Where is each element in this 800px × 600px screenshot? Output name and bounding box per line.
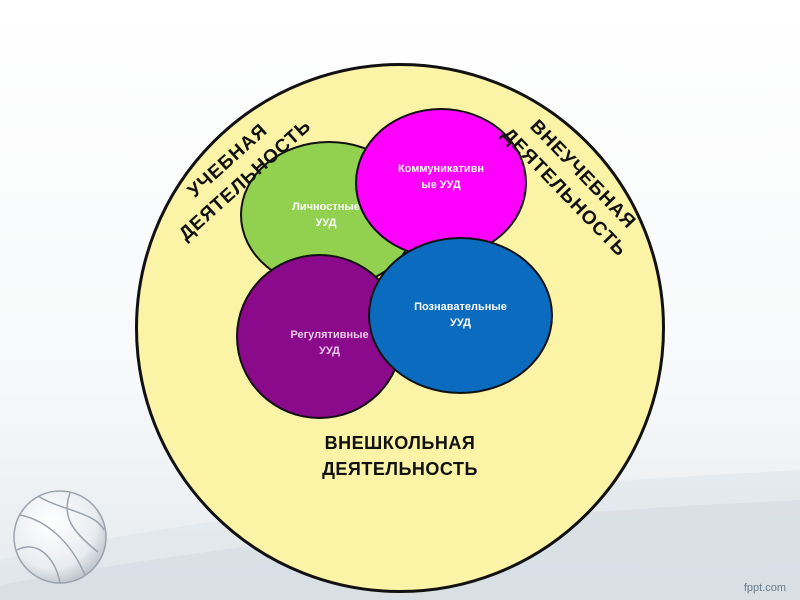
- label-out-of-school-activity: ВНЕШКОЛЬНАЯ ДЕЯТЕЛЬНОСТЬ: [322, 433, 478, 479]
- circle-communicative-uud: Коммуникативн ые УУД: [355, 108, 527, 258]
- volleyball-icon: [13, 490, 107, 584]
- circle-cognitive-uud: Познавательные УУД: [368, 237, 553, 394]
- label-regulatory-uud: Регулятивные УУД: [290, 328, 369, 357]
- label-cognitive-uud: Познавательные УУД: [414, 300, 507, 329]
- label-personal-uud: Личностные УУД: [292, 201, 360, 229]
- label-communicative-uud: Коммуникативн ые УУД: [397, 163, 485, 191]
- watermark: fppt.com: [743, 582, 786, 594]
